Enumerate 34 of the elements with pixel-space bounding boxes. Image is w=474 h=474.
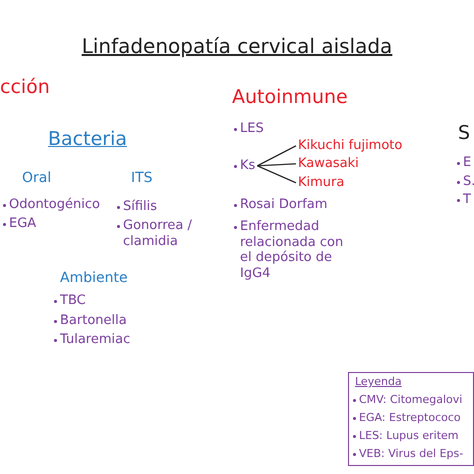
list-item: Rosai Dorfam <box>240 197 328 213</box>
list-item: EGA <box>9 216 36 232</box>
list-item: Tularemiac <box>60 332 130 348</box>
category-heading: cción <box>0 76 50 99</box>
list-item: Enfermedad relacionada con el depósito de IgG4 <box>240 219 344 282</box>
legend-entry: EGA: Estreptococo <box>359 411 461 424</box>
list-item: Kimura <box>298 175 344 191</box>
list-item: Odontogénico <box>9 197 100 213</box>
connector-line <box>257 163 296 166</box>
list-item: Bartonella <box>60 313 127 329</box>
list-item: Sífilis <box>123 199 158 215</box>
list-item: Ks <box>240 158 256 174</box>
list-item: Gonorrea / clamidia <box>123 218 193 250</box>
legend-entry: VEB: Virus del Eps- <box>359 447 464 460</box>
title: Linfadenopatía cervical aislada <box>80 34 394 58</box>
group-heading: Oral <box>22 170 52 187</box>
connector-line <box>257 145 296 166</box>
group-heading: Ambiente <box>60 270 128 287</box>
subcategory-heading: Bacteria <box>48 128 127 151</box>
legend-entry: CMV: Citomegalovi <box>359 393 462 406</box>
connector-line <box>257 165 296 184</box>
group-heading: ITS <box>131 170 153 187</box>
list-item: TBC <box>60 293 86 309</box>
list-item: T <box>463 192 471 208</box>
list-item: E <box>463 155 472 171</box>
category-heading: Autoinmune <box>232 86 348 109</box>
list-item: S. <box>463 174 474 190</box>
legend-box <box>348 372 474 466</box>
legend-heading: Leyenda <box>355 375 402 388</box>
list-item: Kawasaki <box>298 156 359 172</box>
list-item: Kikuchi fujimoto <box>298 138 402 154</box>
category-heading: S <box>458 122 470 145</box>
list-item: LES <box>240 121 264 137</box>
legend-entry: LES: Lupus eritem <box>359 429 458 442</box>
